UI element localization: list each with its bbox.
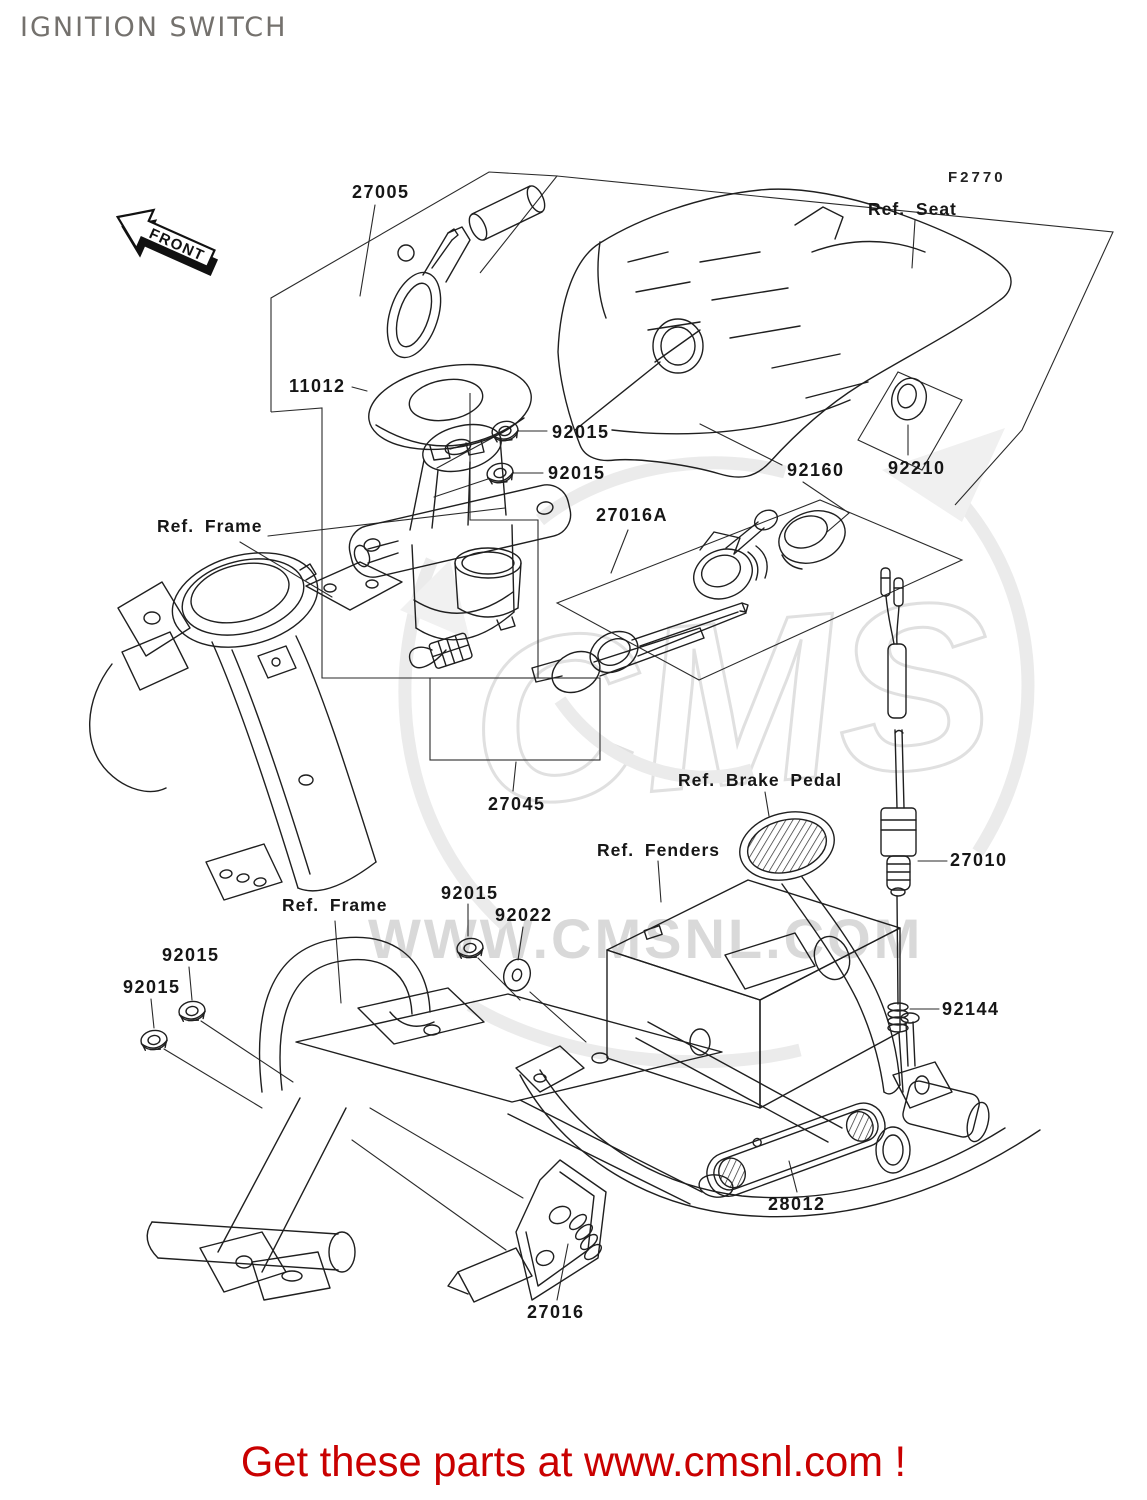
- footer-banner: Get these parts at www.cmsnl.com !: [240, 1438, 907, 1486]
- ref-label-seat: Ref. Seat: [868, 199, 957, 219]
- switch-cover-cup-drawing: [454, 547, 522, 631]
- part-label-92144: 92144: [942, 999, 1000, 1019]
- brake-pedal-drawing: [739, 811, 990, 1174]
- brake-rod-spring-drawing: [887, 895, 909, 1093]
- ignition-switch-drawing: [348, 423, 572, 669]
- part-label-92160: 92160: [787, 460, 845, 480]
- collar-drawing: [778, 510, 846, 570]
- part-label-92015-bl-1: 92015: [162, 945, 220, 965]
- switch-bracket-drawing: [447, 1159, 607, 1303]
- ref-label-fenders: Ref. Fenders: [597, 840, 720, 860]
- part-label-92015-top-2: 92015: [548, 463, 606, 483]
- ignition-key-set-drawing: [386, 185, 546, 359]
- leader-lines: [150, 204, 948, 1301]
- group-boxes: [270, 171, 1114, 761]
- part-label-11012: 11012: [289, 376, 346, 396]
- part-label-92022: 92022: [495, 905, 553, 925]
- part-label-27045: 27045: [488, 794, 546, 814]
- part-label-92210: 92210: [888, 458, 946, 478]
- diagram-code: F2770: [948, 169, 1006, 186]
- page-title: IGNITION SWITCH: [20, 12, 288, 43]
- part-label-28012: 28012: [768, 1194, 826, 1214]
- watermark-url: WWW.CMSNL.COM: [368, 907, 924, 970]
- seat-drawing: [557, 188, 1012, 478]
- rear-frame-drawing: [146, 936, 843, 1301]
- frame-head-tube-drawing: [89, 552, 403, 901]
- part-label-27010: 27010: [950, 850, 1008, 870]
- part-label-27016: 27016: [527, 1302, 585, 1322]
- reflector-drawing: [706, 1102, 886, 1197]
- part-label-92015-mid: 92015: [441, 883, 499, 903]
- part-label-92015-top-1: 92015: [552, 422, 610, 442]
- part-label-92015-bl-2: 92015: [123, 977, 181, 997]
- seat-lock-keys-drawing: [531, 509, 779, 694]
- brake-switch-drawing: [880, 567, 917, 897]
- grommet-drawing: [891, 377, 927, 421]
- part-label-27005: 27005: [352, 182, 410, 202]
- ref-label-brake-pedal: Ref. Brake Pedal: [678, 770, 843, 790]
- ref-label-frame-bottom: Ref. Frame: [282, 895, 388, 915]
- ref-label-frame-top: Ref. Frame: [157, 516, 263, 536]
- fender-drawing: [515, 879, 1041, 1218]
- part-label-27016A: 27016A: [596, 505, 669, 525]
